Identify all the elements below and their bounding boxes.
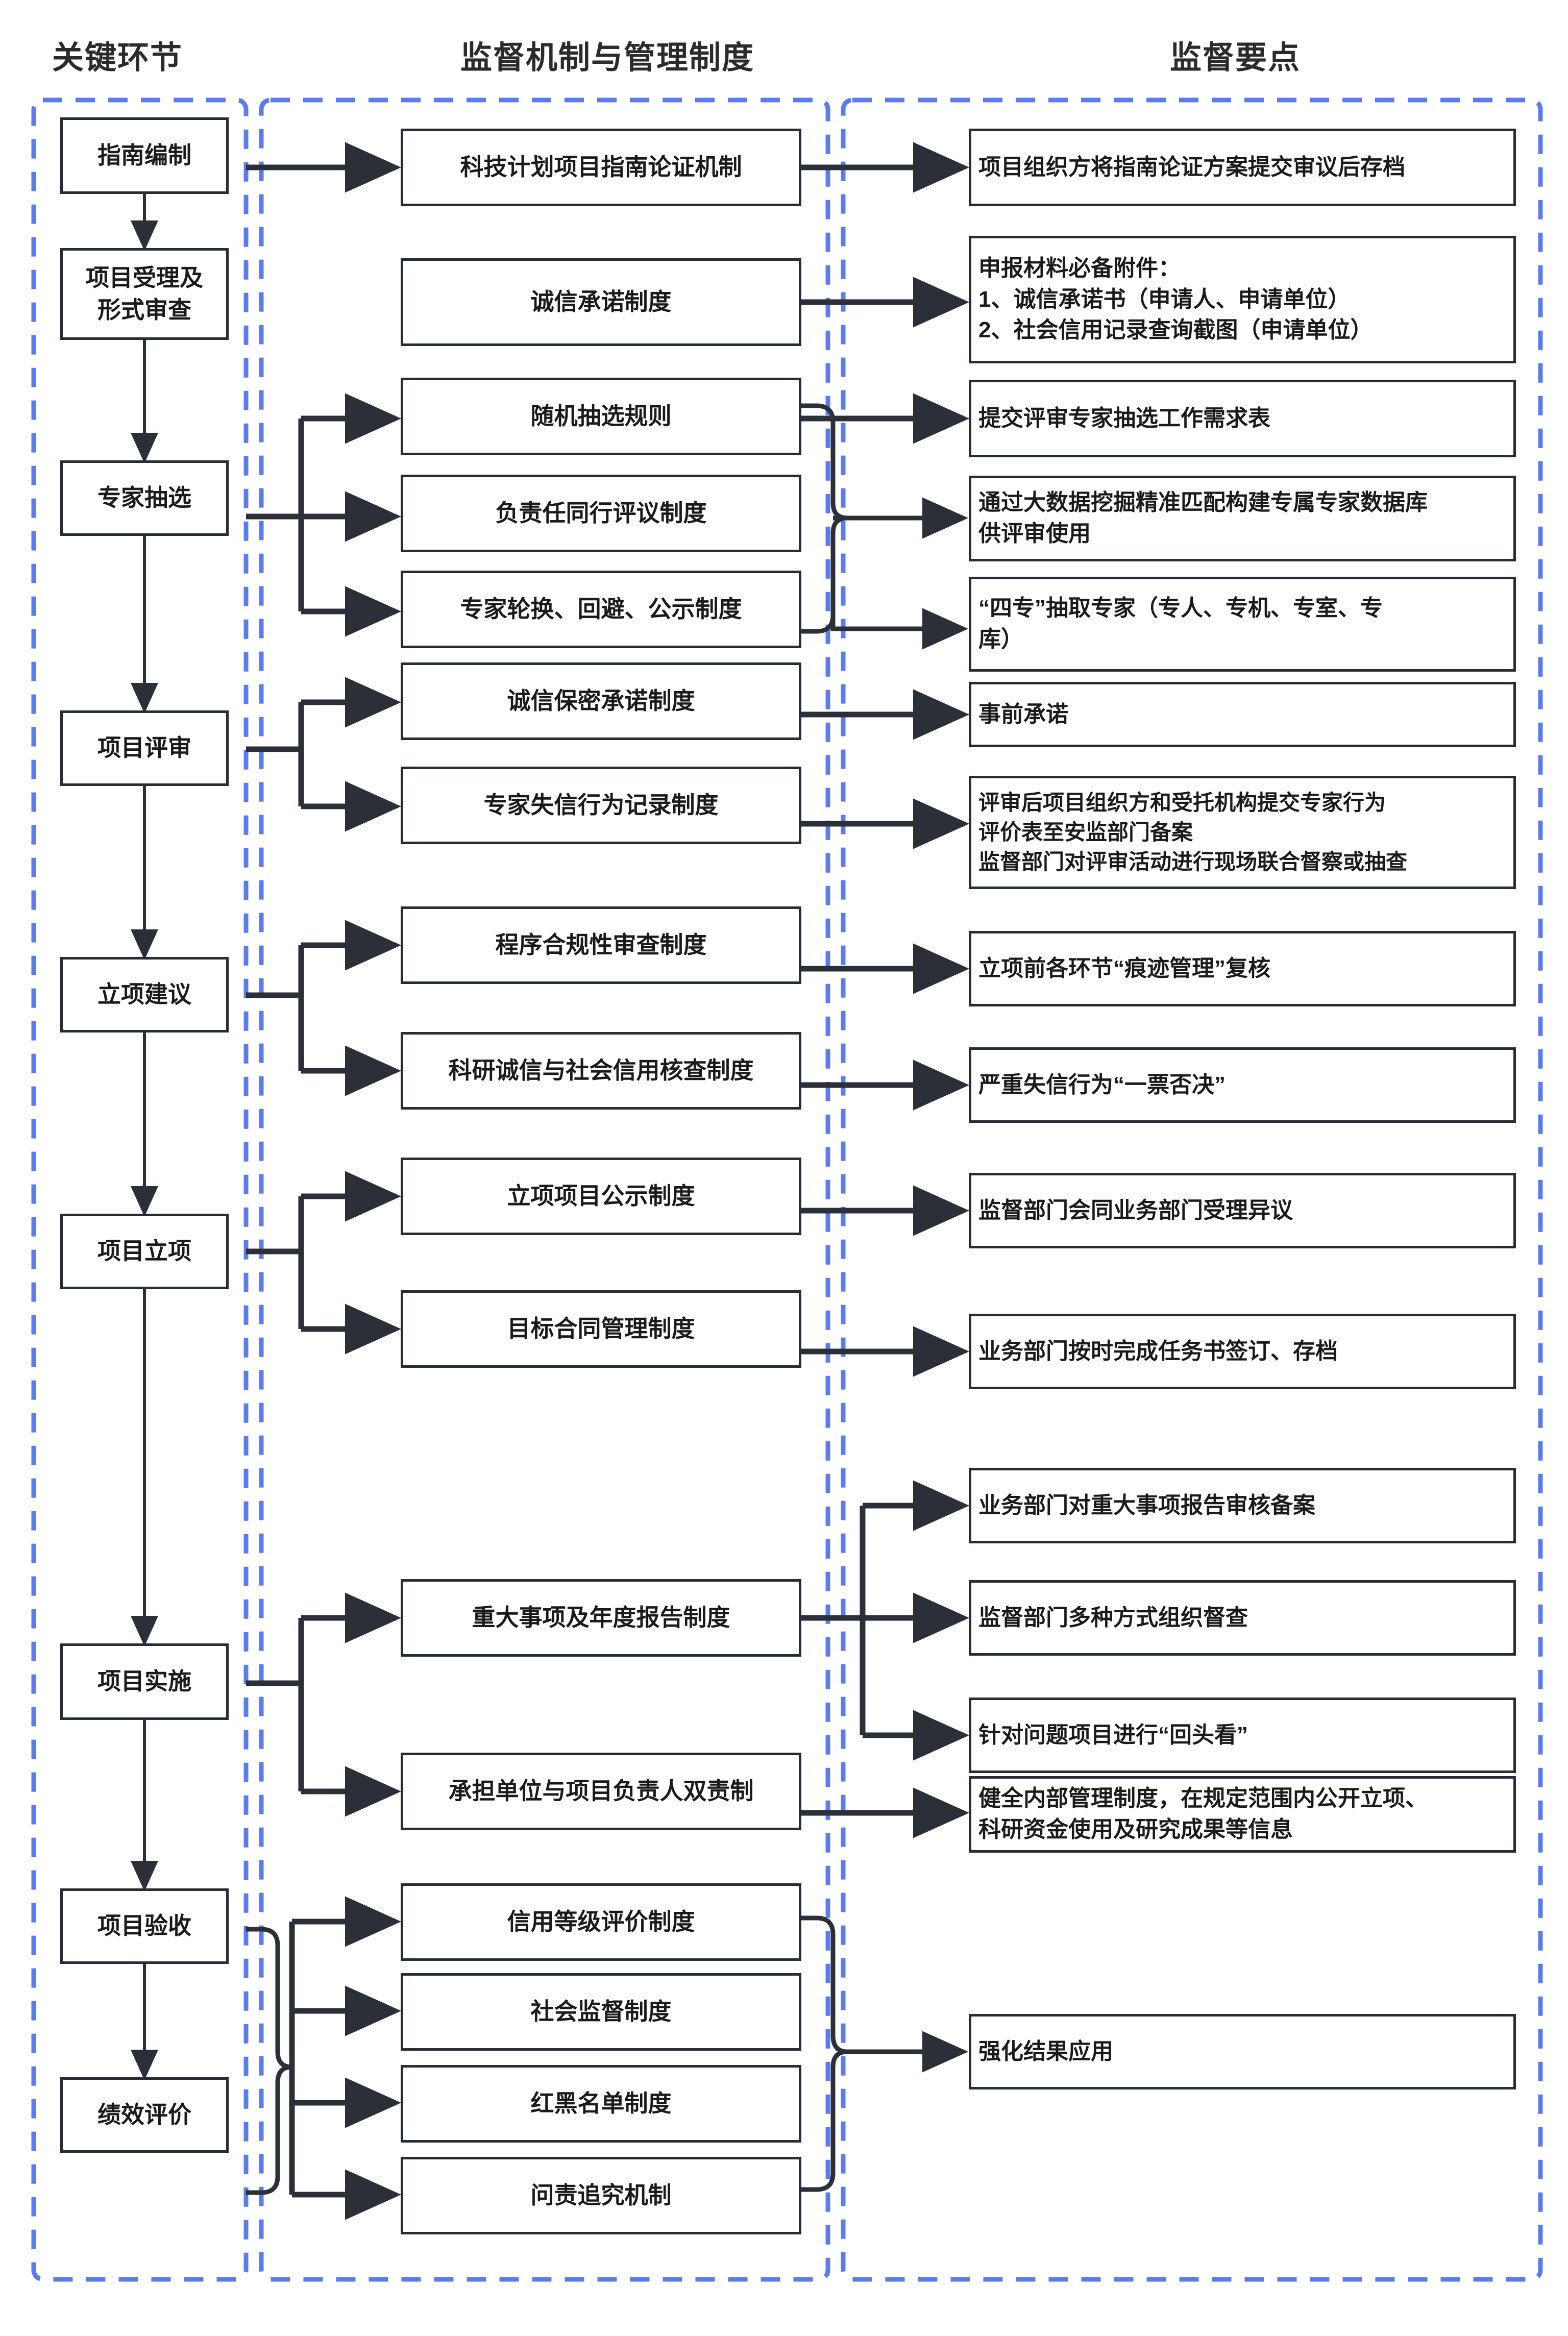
stage-label: 指南编制 [97, 142, 191, 169]
mechanism-node-red-black-list[interactable]: 红黑名单制度 [401, 2065, 801, 2143]
mechanism-label: 信用等级评价制度 [507, 1908, 695, 1935]
stage-label: 项目受理及 形式审查 [86, 264, 203, 323]
mechanism-label: 科技计划项目指南论证机制 [460, 154, 742, 181]
mechanism-node-expert-dishonesty-record[interactable]: 专家失信行为记录制度 [401, 767, 801, 844]
supervision-point-node-objection-handling[interactable]: 监督部门会同业务部门受理异议 [969, 1173, 1516, 1248]
mechanism-node-major-matters-annual-report[interactable]: 重大事项及年度报告制度 [401, 1579, 801, 1657]
mechanism-node-accountability[interactable]: 问责追究机制 [401, 2157, 801, 2234]
mechanism-node-credit-rating-evaluation[interactable]: 信用等级评价制度 [401, 1883, 801, 1961]
supervision-point-node-look-back-review[interactable]: 针对问题项目进行“回头看” [969, 1698, 1516, 1773]
supervision-point-node-prior-commitment[interactable]: 事前承诺 [969, 682, 1516, 747]
mechanism-node-research-integrity-social-credit-check[interactable]: 科研诚信与社会信用核查制度 [401, 1032, 801, 1110]
stage-label: 项目验收 [97, 1912, 191, 1939]
stage-node-expert-selection[interactable]: 专家抽选 [60, 460, 229, 536]
stage-label: 项目评审 [97, 734, 191, 761]
supervision-point-node-major-matters-filing[interactable]: 业务部门对重大事项报告审核备案 [969, 1468, 1516, 1543]
stage-label: 项目实施 [97, 1668, 191, 1695]
mechanism-label: 问责追究机制 [530, 2182, 672, 2209]
stage-node-project-acceptance-review[interactable]: 项目受理及 形式审查 [60, 248, 229, 340]
supervision-point-node-expert-behavior-filing[interactable]: 评审后项目组织方和受托机构提交专家行为 评价表至安监部门备案 监督部门对评审活动… [969, 776, 1516, 889]
stage-node-project-review[interactable]: 项目评审 [60, 710, 229, 786]
mechanism-label: 红黑名单制度 [530, 2090, 672, 2117]
supervision-point-label: “四专”抽取专家（专人、专机、专室、专 库） [978, 596, 1383, 652]
mechanism-label: 重大事项及年度报告制度 [472, 1604, 730, 1631]
mechanism-label: 诚信承诺制度 [530, 288, 672, 315]
column-title-supervision-points: 监督要点 [1169, 40, 1301, 76]
supervision-point-node-trace-management-review[interactable]: 立项前各环节“痕迹管理”复核 [969, 931, 1516, 1006]
supervision-point-label: 立项前各环节“痕迹管理”复核 [978, 955, 1270, 981]
supervision-point-label: 提交评审专家抽选工作需求表 [978, 405, 1270, 431]
supervision-point-label: 事前承诺 [978, 701, 1068, 727]
mechanism-label: 社会监督制度 [530, 1998, 672, 2025]
mechanism-node-procedural-compliance-review[interactable]: 程序合规性审查制度 [401, 906, 801, 984]
mechanism-label: 立项项目公示制度 [507, 1183, 695, 1210]
mechanism-label: 科研诚信与社会信用核查制度 [448, 1057, 754, 1084]
supervision-point-label: 通过大数据挖掘精准匹配构建专属专家数据库 供评审使用 [978, 490, 1428, 546]
stage-label: 立项建议 [97, 981, 191, 1008]
mechanism-label: 程序合规性审查制度 [495, 931, 707, 958]
mechanism-node-integrity-confidentiality-commitment[interactable]: 诚信保密承诺制度 [401, 662, 801, 740]
mechanism-node-integrity-commitment[interactable]: 诚信承诺制度 [401, 258, 801, 346]
mechanism-label: 专家失信行为记录制度 [483, 792, 719, 819]
stage-node-project-implementation[interactable]: 项目实施 [60, 1643, 229, 1720]
supervision-point-node-guideline-archive[interactable]: 项目组织方将指南论证方案提交审议后存档 [969, 129, 1516, 206]
supervision-point-label: 项目组织方将指南论证方案提交审议后存档 [978, 154, 1405, 180]
brace-stage89 [246, 1927, 292, 2195]
stage-node-approval-recommendation[interactable]: 立项建议 [60, 957, 229, 1032]
supervision-point-node-strengthen-result-application[interactable]: 强化结果应用 [969, 2014, 1516, 2089]
supervision-point-node-multi-method-inspection[interactable]: 监督部门多种方式组织督查 [969, 1580, 1516, 1656]
mechanism-label: 承担单位与项目负责人双责制 [448, 1778, 754, 1805]
supervision-point-label: 申报材料必备附件： 1、诚信承诺书（申请人、申请单位） 2、社会信用记录查询截图… [978, 255, 1373, 343]
column-title-mechanisms: 监督机制与管理制度 [460, 40, 754, 76]
mechanism-label: 随机抽选规则 [530, 403, 672, 430]
supervision-point-node-bigdata-expert-database[interactable]: 通过大数据挖掘精准匹配构建专属专家数据库 供评审使用 [969, 476, 1516, 561]
column-title-key-stages: 关键环节 [52, 40, 183, 76]
mechanism-node-guideline-argumentation[interactable]: 科技计划项目指南论证机制 [401, 129, 801, 206]
supervision-point-label: 监督部门会同业务部门受理异议 [978, 1197, 1293, 1223]
supervision-point-node-task-contract-signing[interactable]: 业务部门按时完成任务书签订、存档 [969, 1314, 1516, 1389]
brace-mech345 [800, 403, 848, 634]
mechanism-label: 诚信保密承诺制度 [507, 687, 695, 715]
stage-label: 项目立项 [97, 1238, 191, 1265]
supervision-point-node-required-attachments[interactable]: 申报材料必备附件： 1、诚信承诺书（申请人、申请单位） 2、社会信用记录查询截图… [969, 236, 1516, 363]
mechanism-node-target-contract-management[interactable]: 目标合同管理制度 [401, 1290, 801, 1368]
supervision-point-node-one-vote-veto[interactable]: 严重失信行为“一票否决” [969, 1047, 1516, 1123]
mechanism-label: 目标合同管理制度 [507, 1315, 695, 1342]
stage-node-project-establishment[interactable]: 项目立项 [60, 1214, 229, 1289]
supervision-point-node-internal-management-disclosure[interactable]: 健全内部管理制度，在规定范围内公开立项、 科研资金使用及研究成果等信息 [969, 1776, 1516, 1853]
mechanism-node-random-selection-rule[interactable]: 随机抽选规则 [401, 378, 801, 455]
supervision-point-label: 健全内部管理制度，在规定范围内公开立项、 科研资金使用及研究成果等信息 [978, 1786, 1428, 1842]
supervision-point-label: 业务部门按时完成任务书签订、存档 [978, 1338, 1338, 1364]
supervision-point-label: 严重失信行为“一票否决” [978, 1072, 1226, 1097]
stage-node-guideline-drafting[interactable]: 指南编制 [60, 117, 229, 194]
supervision-point-label: 业务部门对重大事项报告审核备案 [978, 1492, 1315, 1518]
supervision-point-label: 监督部门多种方式组织督查 [978, 1605, 1248, 1630]
mechanism-label: 专家轮换、回避、公示制度 [460, 596, 742, 623]
mechanism-node-responsible-peer-review[interactable]: 负责任同行评议制度 [401, 475, 801, 552]
supervision-point-node-expert-selection-request-form[interactable]: 提交评审专家抽选工作需求表 [969, 380, 1516, 457]
mechanism-node-project-approval-disclosure[interactable]: 立项项目公示制度 [401, 1158, 801, 1235]
mechanism-node-social-supervision[interactable]: 社会监督制度 [401, 1973, 801, 2051]
supervision-point-node-four-dedicated-extraction[interactable]: “四专”抽取专家（专人、专机、专室、专 库） [969, 577, 1516, 672]
stage-node-performance-evaluation[interactable]: 绩效评价 [60, 2077, 229, 2153]
supervision-point-label: 针对问题项目进行“回头看” [978, 1722, 1248, 1748]
stage-node-project-acceptance[interactable]: 项目验收 [60, 1888, 229, 1964]
supervision-point-label: 评审后项目组织方和受托机构提交专家行为 评价表至安监部门备案 监督部门对评审活动… [978, 791, 1408, 874]
supervision-point-label: 强化结果应用 [978, 2038, 1113, 2064]
brace-mech14-17 [800, 1915, 848, 2192]
mechanism-node-expert-rotation-recusal-disclosure[interactable]: 专家轮换、回避、公示制度 [401, 571, 801, 648]
stage-label: 绩效评价 [97, 2101, 191, 2128]
mechanism-label: 负责任同行评议制度 [495, 500, 707, 527]
edge-mech45-point5 [830, 602, 968, 650]
mechanism-node-dual-responsibility[interactable]: 承担单位与项目负责人双责制 [401, 1753, 801, 1830]
stage-label: 专家抽选 [97, 484, 191, 511]
